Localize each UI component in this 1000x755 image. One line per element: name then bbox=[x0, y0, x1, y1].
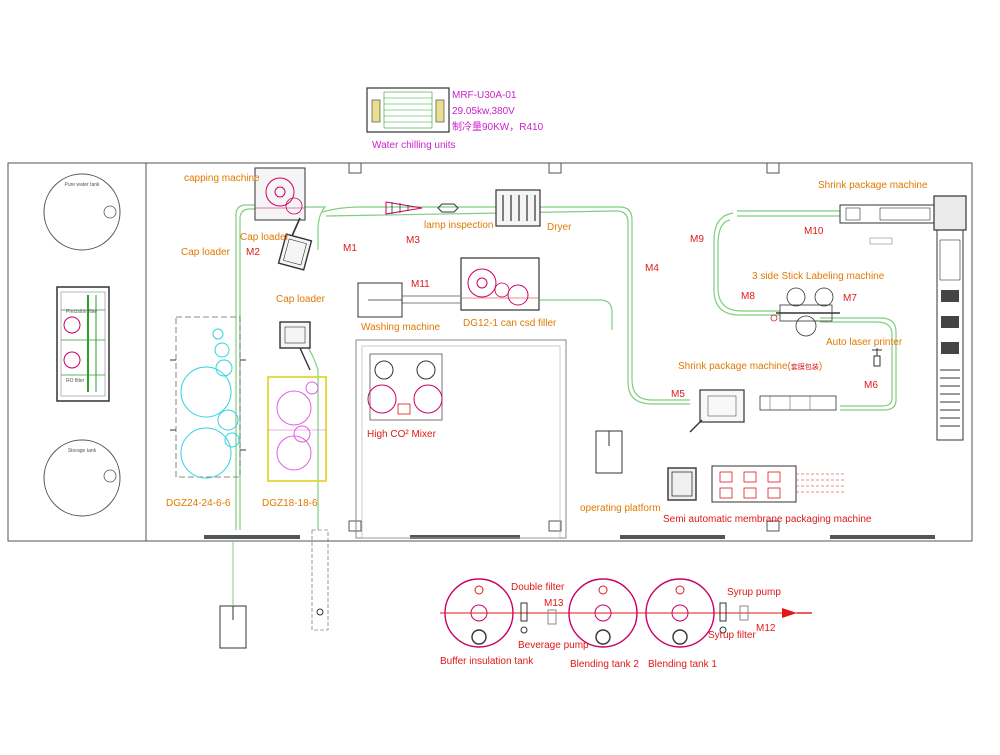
motor-m7: M7 bbox=[843, 293, 857, 304]
cap-loader-top: Cap loader bbox=[240, 217, 313, 271]
labeling-label: 3 side Stick Labeling machine bbox=[752, 271, 885, 282]
capping-machine: capping machine bbox=[184, 167, 306, 221]
blending-pipework: Double filter Beverage pump Syrup pump S… bbox=[440, 582, 812, 651]
operating-platform: operating platform bbox=[580, 430, 661, 514]
shrink-package-machine-top: Shrink package machine bbox=[818, 180, 967, 441]
shrink-package-machine-mid: Shrink package machine(套膜包装) bbox=[678, 361, 837, 433]
motor-m5: M5 bbox=[671, 389, 685, 400]
blending-tank-1: Blending tank 1 bbox=[645, 578, 717, 670]
high-co2-mixer: High CO² Mixer bbox=[367, 353, 443, 440]
storage-tank: Storage tank bbox=[43, 439, 121, 517]
motor-m13: M13 bbox=[544, 598, 564, 609]
filler-label: DG12-1 can csd filler bbox=[463, 318, 557, 329]
lower-left-equipment bbox=[219, 529, 329, 649]
chiller-label: Water chilling units bbox=[372, 140, 456, 151]
dgz24-rinser-filler-capper: DGZ24-24-6-6 bbox=[166, 316, 246, 509]
dgz18-label: DGZ18-18-6 bbox=[262, 498, 318, 509]
building-outline bbox=[7, 162, 973, 542]
dryer: Dryer bbox=[495, 189, 572, 233]
shrink-mid-cn-text: 套膜包装 bbox=[791, 362, 819, 371]
cap-loader-label-3: Cap loader bbox=[276, 294, 326, 305]
laser-printer-label: Auto laser printer bbox=[826, 337, 903, 348]
blending-tank-1-label: Blending tank 1 bbox=[648, 659, 717, 670]
shrink-top-label: Shrink package machine bbox=[818, 180, 928, 191]
dryer-label: Dryer bbox=[547, 222, 572, 233]
storage-tank-label: Storage tank bbox=[68, 448, 97, 454]
motor-m12: M12 bbox=[756, 623, 776, 634]
lamp-inspection: lamp inspection bbox=[424, 203, 493, 231]
motor-m10: M10 bbox=[804, 226, 824, 237]
buffer-tank-label: Buffer insulation tank bbox=[440, 656, 534, 667]
can-inverter-m3 bbox=[385, 201, 423, 215]
motor-m3: M3 bbox=[406, 235, 420, 246]
dgz18-rinser-filler-capper: DGZ18-18-6 bbox=[262, 376, 327, 509]
washing-machine-label: Washing machine bbox=[361, 322, 441, 333]
can-csd-filler: DG12-1 can csd filler bbox=[460, 257, 557, 329]
blending-tank-2-label: Blending tank 2 bbox=[570, 659, 639, 670]
motor-labels: M1 M2 M3 M4 M5 M6 M7 M8 M9 M10 M11 M12 M… bbox=[246, 226, 878, 634]
membrane-label: Semi automatic membrane packaging machin… bbox=[663, 514, 872, 525]
cap-loader-mid: Cap loader bbox=[276, 294, 326, 371]
pure-water-tank-label: Pure water tank bbox=[64, 182, 100, 188]
cap-loader-label-2: Cap loader bbox=[240, 232, 290, 243]
motor-m4: M4 bbox=[645, 263, 659, 274]
motor-m9: M9 bbox=[690, 234, 704, 245]
capping-machine-label: capping machine bbox=[184, 173, 260, 184]
motor-m6: M6 bbox=[864, 380, 878, 391]
washing-machine: Washing machine bbox=[357, 282, 460, 333]
motor-m1: M1 bbox=[343, 243, 357, 254]
dgz24-label: DGZ24-24-6-6 bbox=[166, 498, 231, 509]
operating-platform-label: operating platform bbox=[580, 503, 661, 514]
chiller-power: 29.05kw,380V bbox=[452, 106, 515, 117]
ro-filter-label: RO filter bbox=[66, 378, 85, 384]
pure-water-tank: Pure water tank bbox=[43, 173, 121, 251]
lamp-inspection-label: lamp inspection bbox=[424, 220, 493, 231]
mixer-label: High CO² Mixer bbox=[367, 429, 437, 440]
conveyor-lines bbox=[235, 204, 897, 530]
chiller-model: MRF-U30A-01 bbox=[452, 90, 517, 101]
syrup-pump-label: Syrup pump bbox=[727, 587, 781, 598]
shrink-mid-label: Shrink package machine(套膜包装) bbox=[678, 361, 822, 372]
shrink-mid-close: ) bbox=[819, 361, 822, 372]
motor-m11: M11 bbox=[411, 279, 430, 290]
precision-filter-label: Precision filter bbox=[66, 309, 98, 315]
shrink-mid-text: Shrink package machine( bbox=[678, 361, 792, 372]
membrane-packaging-machine: Semi automatic membrane packaging machin… bbox=[663, 465, 872, 525]
beverage-pump-label: Beverage pump bbox=[518, 640, 589, 651]
blending-tank-2: Blending tank 2 bbox=[568, 578, 639, 670]
double-filter-label: Double filter bbox=[511, 582, 565, 593]
cap-loader-label-1: Cap loader bbox=[181, 247, 231, 258]
motor-m2: M2 bbox=[246, 247, 260, 258]
labeling-machine: 3 side Stick Labeling machine bbox=[752, 271, 885, 337]
water-chilling-unit: Water chilling units MRF-U30A-01 29.05kw… bbox=[366, 87, 544, 151]
auto-laser-printer: Auto laser printer bbox=[826, 337, 903, 367]
syrup-filter-label: Syrup filter bbox=[708, 630, 756, 641]
motor-m8: M8 bbox=[741, 291, 755, 302]
water-treatment-skid: Precision filter RO filter bbox=[56, 286, 110, 402]
chiller-spec: 制冷量90KW，R410 bbox=[452, 120, 544, 133]
